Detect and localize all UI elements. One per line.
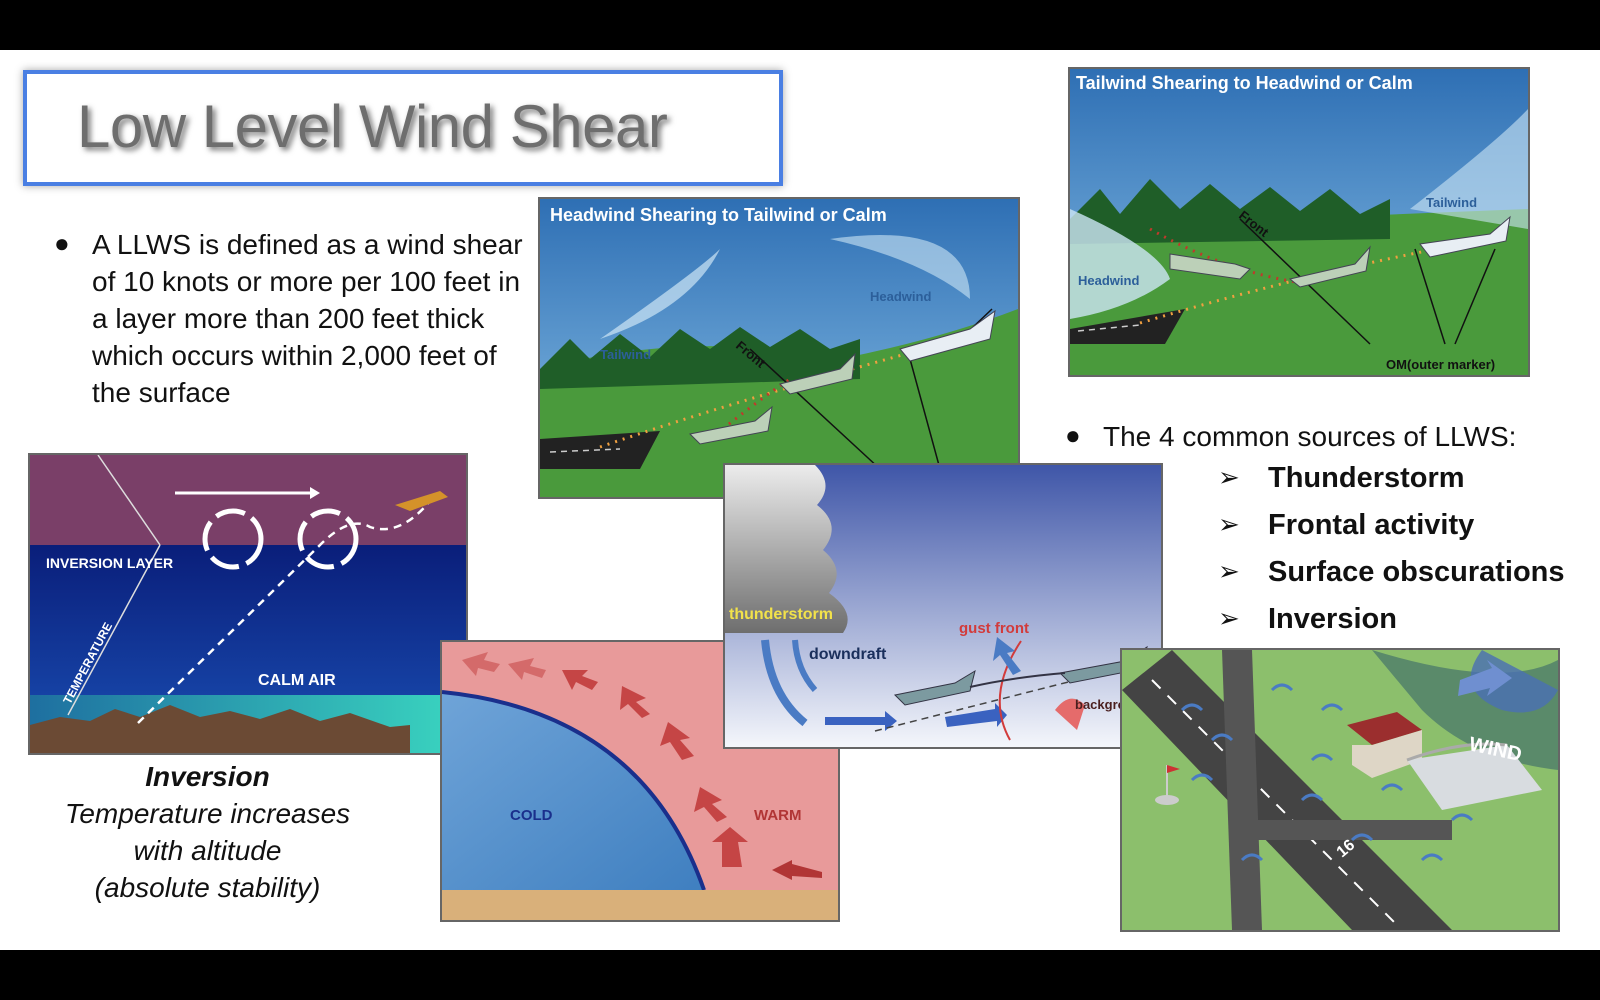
tailwind-shear-figure: Tailwind Shearing to Headwind or Calm Ta… <box>1068 67 1530 377</box>
headwind-shear-figure: Headwind Shearing to Tailwind or Calm Ta… <box>538 197 1020 499</box>
arrow-bullet-icon: ➢ <box>1218 603 1240 633</box>
definition-bullet: ● A LLWS is defined as a wind shear of 1… <box>54 226 532 411</box>
bullet-dot-icon: ● <box>54 228 70 258</box>
caption-line-1: Temperature increases <box>64 798 351 829</box>
source-item: ➢ Frontal activity <box>1218 509 1565 556</box>
source-label: Surface obscurations <box>1268 556 1565 588</box>
arrow-bullet-icon: ➢ <box>1218 462 1240 492</box>
source-label: Inversion <box>1268 603 1397 635</box>
thunderstorm-label: thunderstorm <box>729 606 833 623</box>
caption-line-3: (absolute stability) <box>94 872 321 903</box>
page-title: Low Level Wind Shear <box>77 93 668 160</box>
caption-title: Inversion <box>145 761 270 792</box>
inversion-layer-label: INVERSION LAYER <box>46 555 173 571</box>
source-item: ➢ Surface obscurations <box>1218 556 1565 603</box>
headwind-figure-tailwind-label: Tailwind <box>600 347 651 362</box>
caption-line-2: with altitude <box>133 835 282 866</box>
thunderstorm-figure: thunderstorm downdraft gust front backgr… <box>723 463 1163 749</box>
arrow-bullet-icon: ➢ <box>1218 556 1240 586</box>
outer-marker-label: OM(outer marker) <box>1386 357 1495 372</box>
arrow-bullet-icon: ➢ <box>1218 509 1240 539</box>
sources-heading: The 4 common sources of LLWS: <box>1103 421 1517 452</box>
airport-figure: WIND 16 <box>1120 648 1560 932</box>
bullet-dot-icon: ● <box>1065 420 1081 450</box>
title-box: Low Level Wind Shear <box>23 70 783 186</box>
gust-front-label: gust front <box>959 620 1029 637</box>
slide: Low Level Wind Shear ● A LLWS is defined… <box>0 50 1600 950</box>
cold-label: COLD <box>510 807 553 824</box>
source-item: ➢ Thunderstorm <box>1218 462 1565 509</box>
tailwind-figure-tailwind-label: Tailwind <box>1426 195 1477 210</box>
sources-list: ➢ Thunderstorm ➢ Frontal activity ➢ Surface… <box>1218 462 1565 650</box>
sources-bullet: ● The 4 common sources of LLWS: <box>1065 418 1517 455</box>
source-label: Frontal activity <box>1268 509 1475 541</box>
calm-air-label: CALM AIR <box>258 672 336 689</box>
inversion-caption: Inversion Temperature increases with alt… <box>30 758 385 906</box>
downdraft-label: downdraft <box>809 646 887 663</box>
source-item: ➢ Inversion <box>1218 603 1565 650</box>
headwind-figure-title: Headwind Shearing to Tailwind or Calm <box>550 205 887 225</box>
tailwind-figure-title: Tailwind Shearing to Headwind or Calm <box>1076 73 1413 93</box>
warm-label: WARM <box>754 807 802 824</box>
headwind-figure-headwind-label: Headwind <box>870 289 931 304</box>
inversion-figure: INVERSION LAYER CALM AIR TEMPERATURE <box>28 453 468 755</box>
tailwind-figure-headwind-label: Headwind <box>1078 273 1139 288</box>
source-label: Thunderstorm <box>1268 462 1465 494</box>
definition-text: A LLWS is defined as a wind shear of 10 … <box>92 229 523 408</box>
